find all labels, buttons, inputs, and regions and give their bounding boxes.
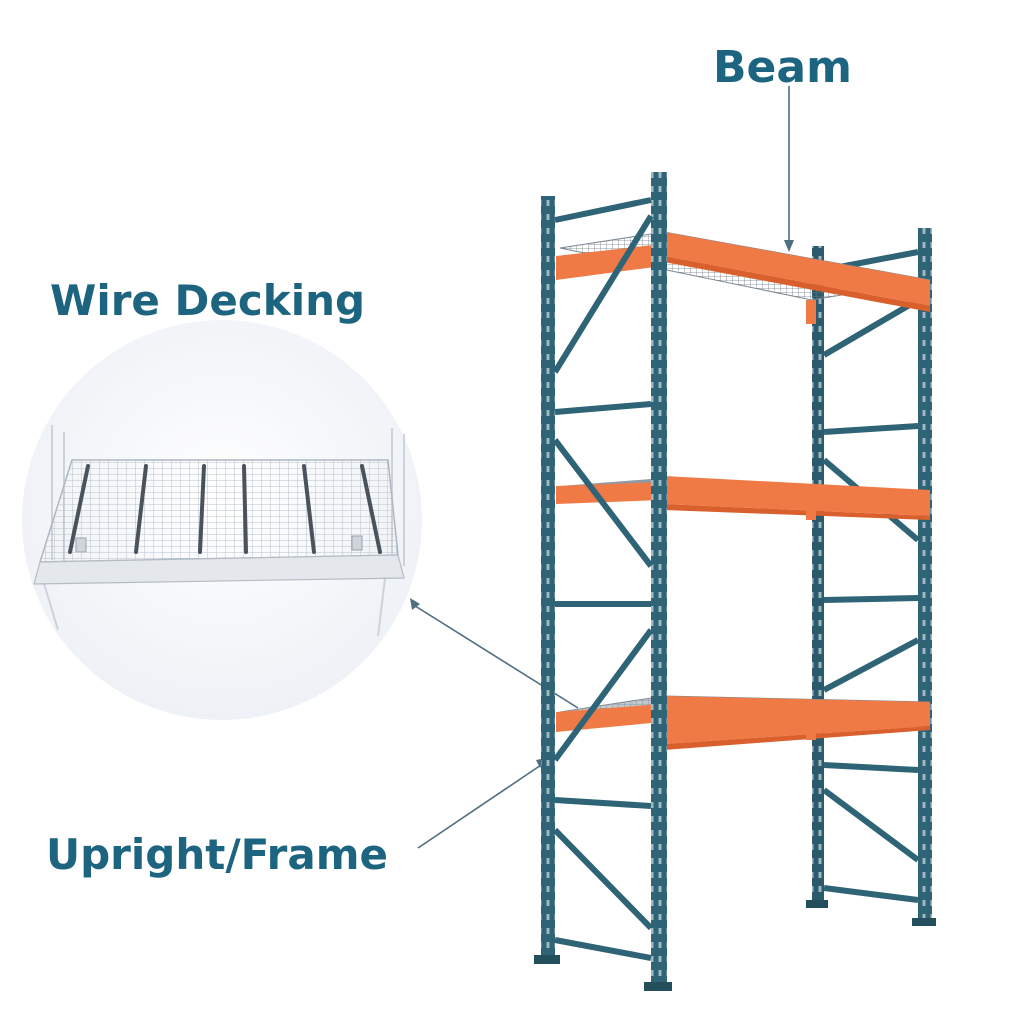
decking-mesh — [38, 459, 399, 563]
label-beam: Beam — [713, 42, 852, 93]
beam-bottom — [664, 696, 930, 744]
beam-middle — [664, 476, 930, 516]
wire-decking-detail — [22, 320, 422, 720]
front-upright-frame — [534, 172, 672, 991]
label-wire-decking: Wire Decking — [50, 276, 366, 325]
beams — [556, 232, 930, 750]
rear-upright-frame — [806, 228, 936, 926]
label-upright-frame: Upright/Frame — [46, 830, 388, 879]
beam-top — [664, 232, 930, 306]
frame-leader — [417, 762, 545, 849]
